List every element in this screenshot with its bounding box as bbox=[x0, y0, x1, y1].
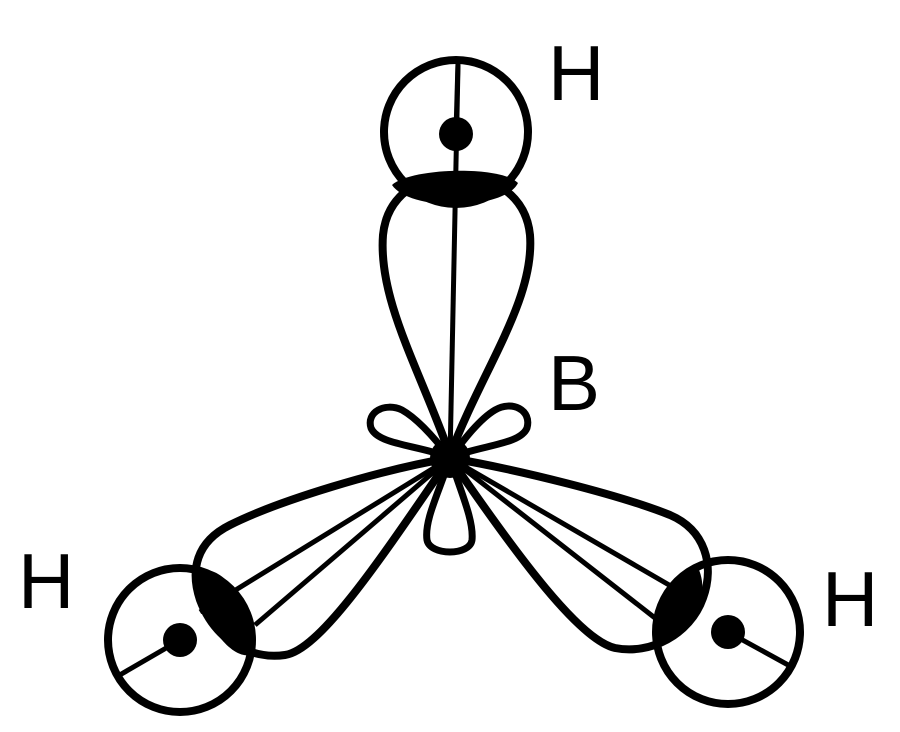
label-h-left: H bbox=[18, 537, 74, 625]
h-nucleus-top bbox=[439, 117, 473, 151]
overlap-right bbox=[656, 568, 703, 645]
back-lobe-upper-right bbox=[446, 402, 532, 462]
bond-axis-left-lower bbox=[253, 456, 452, 627]
bond-lobe-left bbox=[191, 454, 454, 660]
bond-axis-right-lower bbox=[448, 456, 657, 620]
overlap-top bbox=[392, 170, 518, 205]
label-h-top: H bbox=[548, 29, 604, 117]
back-lobe-bottom bbox=[423, 454, 476, 556]
overlap-left bbox=[198, 570, 252, 656]
bond-axis-left-upper bbox=[198, 455, 452, 615]
label-b: B bbox=[548, 339, 600, 427]
h-orbital-left bbox=[104, 564, 256, 716]
h-nucleus-right bbox=[711, 615, 745, 649]
label-h-right: H bbox=[822, 555, 878, 643]
h-orbital-right bbox=[652, 556, 804, 708]
bond-lobe-right bbox=[446, 454, 712, 654]
back-lobe-upper-left bbox=[366, 403, 454, 462]
b-nucleus bbox=[430, 438, 470, 478]
h-nucleus-left bbox=[163, 623, 197, 657]
bond-axis-right-upper bbox=[448, 455, 697, 603]
